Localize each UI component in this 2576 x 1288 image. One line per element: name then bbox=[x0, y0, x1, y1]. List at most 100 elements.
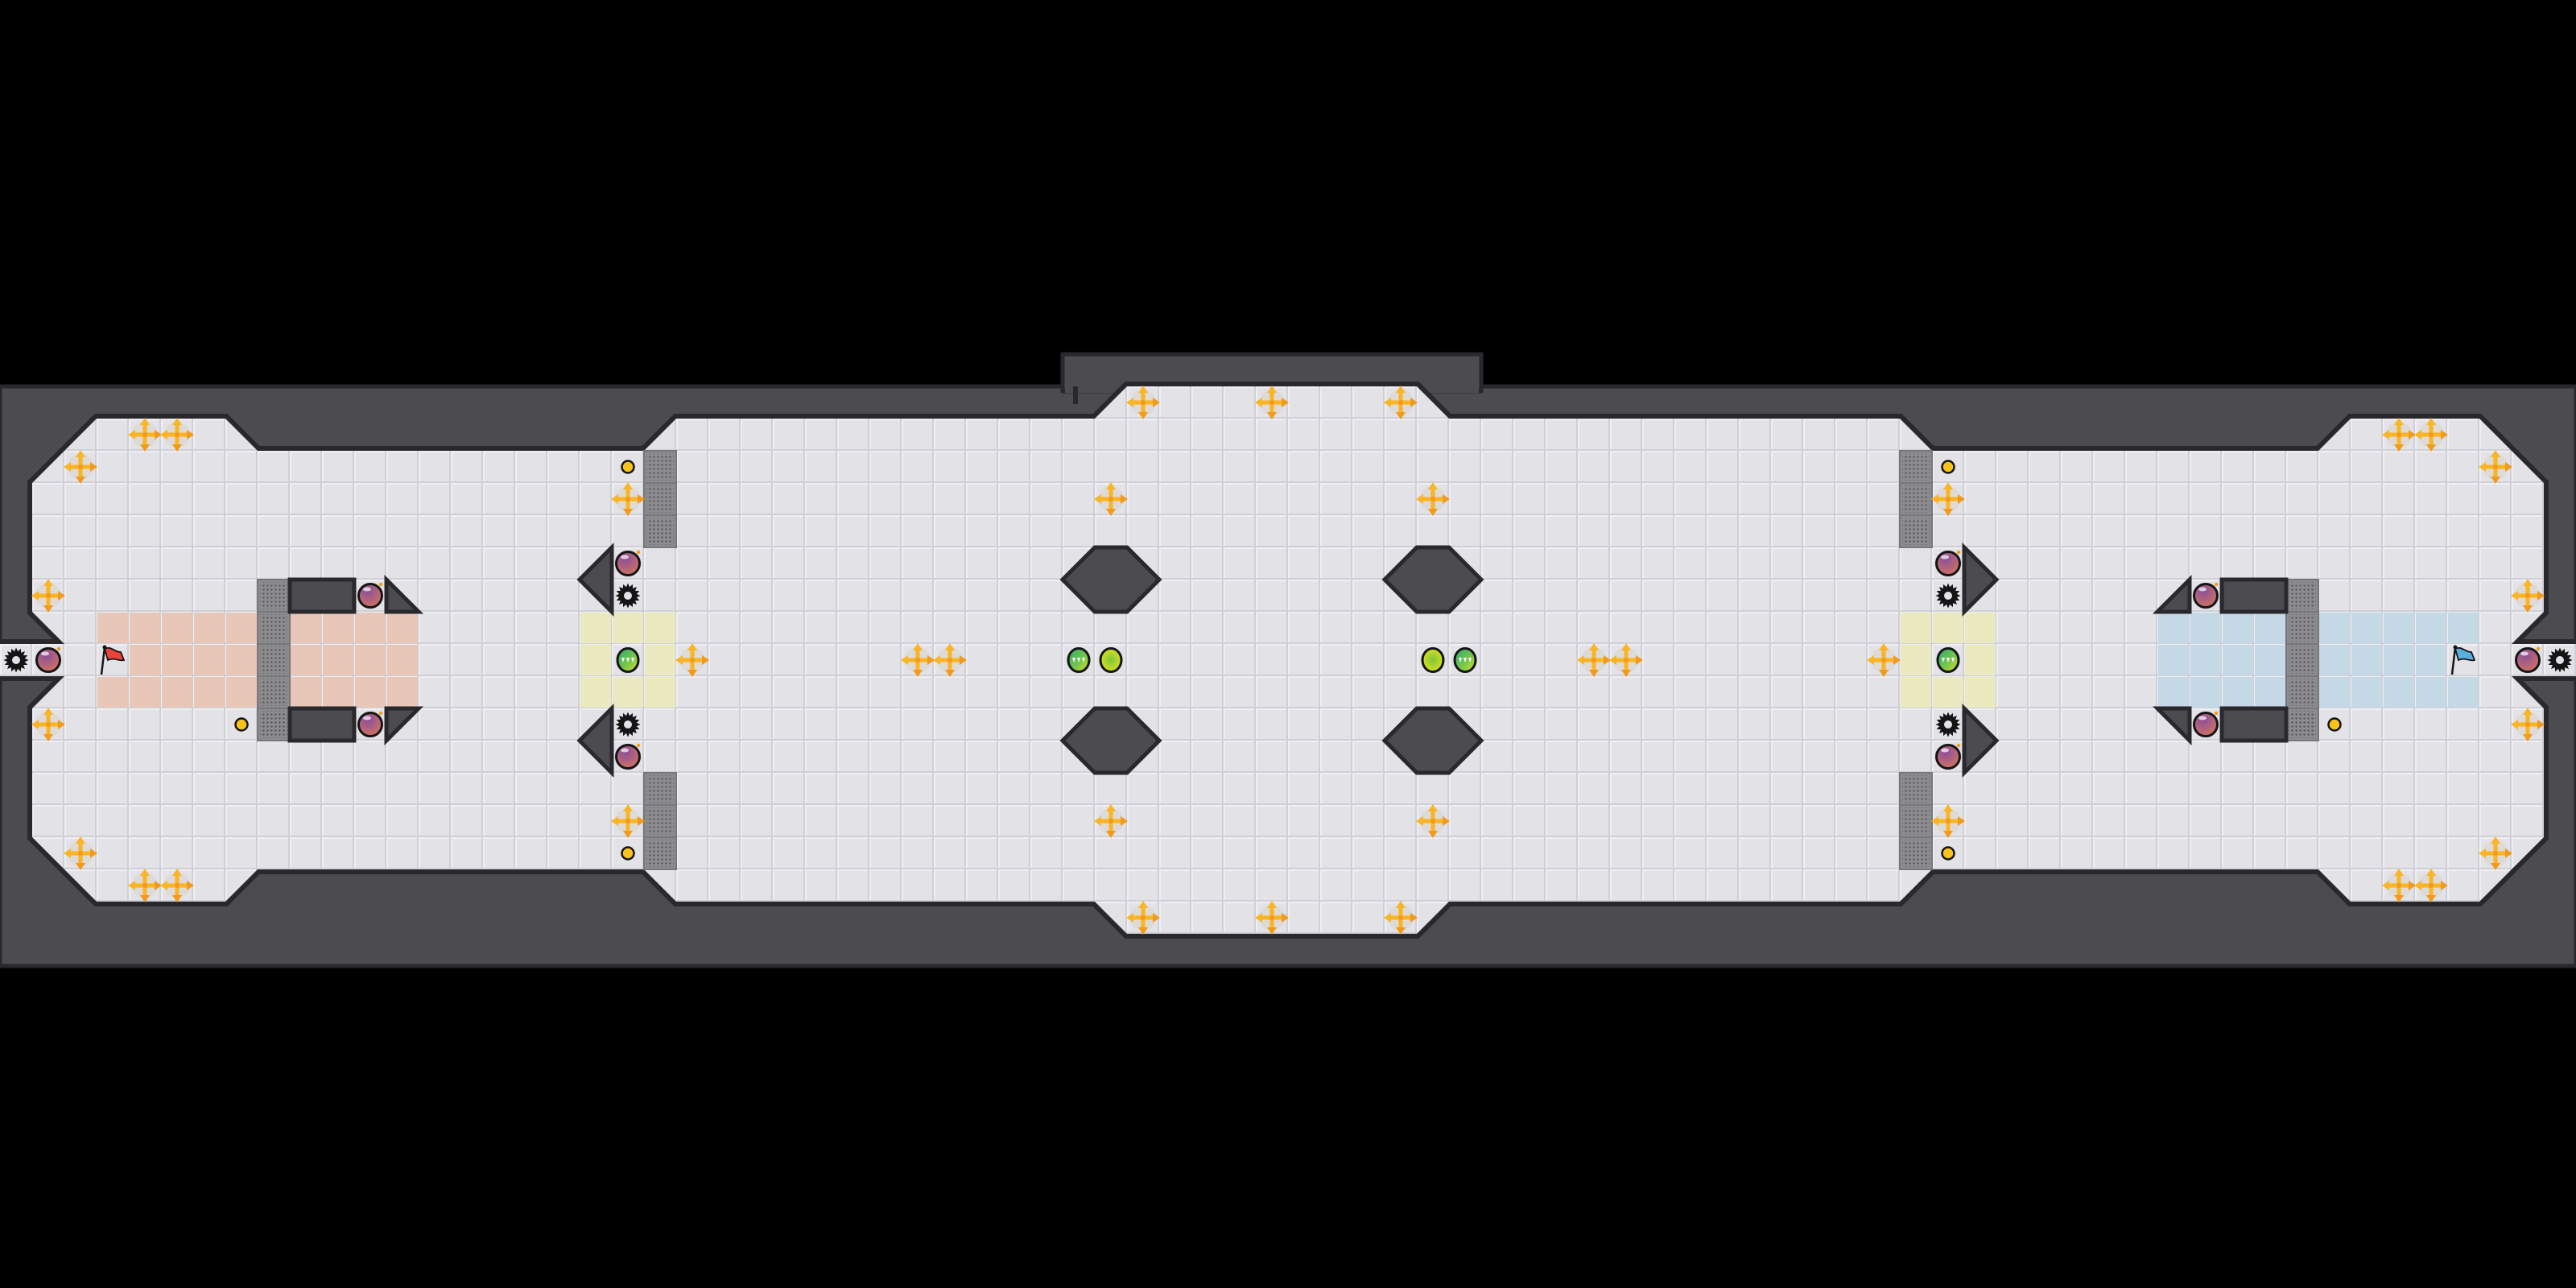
gate-tile bbox=[1899, 836, 1933, 870]
powerup-green-icon bbox=[1936, 647, 1960, 673]
boost-icon bbox=[1094, 482, 1128, 516]
bomb-icon bbox=[615, 743, 641, 770]
wall-triangle bbox=[576, 542, 614, 617]
boost-icon bbox=[2382, 418, 2416, 452]
boost-icon bbox=[901, 643, 935, 677]
red-endzone-tile bbox=[226, 645, 257, 675]
boost-icon bbox=[1384, 901, 1418, 935]
boost-icon bbox=[1931, 482, 1965, 516]
bomb-icon bbox=[615, 550, 641, 576]
blue-endzone-tile bbox=[2223, 645, 2253, 675]
boost-icon bbox=[1577, 643, 1611, 677]
gate-tile bbox=[643, 514, 677, 548]
blue-endzone-tile bbox=[2319, 677, 2350, 708]
gate-tile bbox=[257, 611, 291, 645]
red-endzone-tile bbox=[355, 613, 386, 643]
blue-endzone-tile bbox=[2416, 645, 2446, 675]
items-layer bbox=[3, 386, 2573, 935]
blue-endzone-tile bbox=[2384, 645, 2414, 675]
wall-hexagon bbox=[1381, 706, 1484, 775]
blue-endzone-tile bbox=[2158, 645, 2189, 675]
blue-endzone-tile bbox=[2255, 645, 2285, 675]
gate-tile bbox=[1899, 804, 1933, 838]
wall-triangle bbox=[384, 706, 424, 746]
wall-hexagon bbox=[1059, 706, 1162, 775]
bomb-icon bbox=[357, 582, 383, 609]
neutral-zone-tile bbox=[645, 613, 675, 643]
red-endzone-tile bbox=[226, 677, 257, 708]
boost-icon bbox=[128, 418, 162, 452]
red-endzone-tile bbox=[387, 613, 418, 643]
spike-icon bbox=[615, 712, 641, 737]
boost-icon bbox=[1384, 386, 1418, 419]
bomb-icon bbox=[1935, 550, 1961, 576]
boost-icon bbox=[31, 708, 65, 741]
red-endzone-tile bbox=[323, 645, 353, 675]
bomb-icon bbox=[2193, 582, 2219, 609]
blue-endzone-tile bbox=[2416, 613, 2446, 643]
blue-endzone-tile bbox=[2448, 677, 2479, 708]
powerup-green-icon bbox=[1453, 647, 1477, 673]
wall-block bbox=[287, 706, 357, 743]
boost-icon bbox=[2382, 869, 2416, 902]
neutral-zone-tile bbox=[1901, 645, 1931, 675]
blue-endzone-tile bbox=[2190, 613, 2221, 643]
wall-block bbox=[2219, 577, 2289, 614]
blue-endzone-tile bbox=[2351, 613, 2382, 643]
gate-tile bbox=[2285, 643, 2319, 677]
red-endzone-tile bbox=[97, 613, 128, 643]
blue-endzone-tile bbox=[2448, 613, 2479, 643]
boost-icon bbox=[31, 579, 65, 613]
gate-tile bbox=[257, 643, 291, 677]
red-endzone-tile bbox=[387, 645, 418, 675]
boost-icon bbox=[1609, 643, 1643, 677]
boost-icon bbox=[1416, 482, 1450, 516]
token-icon bbox=[2327, 717, 2342, 732]
neutral-zone-tile bbox=[580, 613, 611, 643]
gate-tile bbox=[643, 836, 677, 870]
neutral-zone-tile bbox=[1965, 677, 1996, 708]
neutral-zone-tile bbox=[613, 677, 643, 708]
powerup-green-icon bbox=[1067, 647, 1091, 673]
wall-triangle bbox=[2152, 706, 2192, 746]
spike-icon bbox=[2547, 647, 2573, 673]
gate-tile bbox=[1899, 450, 1933, 484]
boost-icon bbox=[611, 804, 645, 838]
boost-icon bbox=[1126, 386, 1160, 419]
red-endzone-tile bbox=[130, 613, 160, 643]
wall-block bbox=[287, 577, 357, 614]
boost-icon bbox=[675, 643, 709, 677]
red-endzone-tile bbox=[162, 645, 192, 675]
wall-triangle bbox=[2152, 574, 2192, 614]
gate-tile bbox=[1899, 514, 1933, 548]
wall-triangle bbox=[576, 703, 614, 778]
obstacle-layer bbox=[287, 542, 2289, 778]
neutral-zone-tile bbox=[1901, 677, 1931, 708]
boost-icon bbox=[933, 643, 967, 677]
bomb-icon bbox=[2193, 711, 2219, 737]
spike-icon bbox=[1935, 583, 1961, 609]
blue-endzone-tile bbox=[2351, 645, 2382, 675]
boost-icon bbox=[160, 869, 194, 902]
gate-tile bbox=[2285, 611, 2319, 645]
neutral-zone-tile bbox=[1933, 677, 1963, 708]
gate-tile bbox=[1899, 482, 1933, 516]
red-endzone-tile bbox=[130, 645, 160, 675]
wall-hexagon bbox=[1381, 545, 1484, 614]
red-endzone-tile bbox=[291, 613, 321, 643]
boost-icon bbox=[1094, 804, 1128, 838]
gate-tile bbox=[257, 675, 291, 709]
neutral-zone-tile bbox=[580, 677, 611, 708]
gate-tile bbox=[2285, 579, 2319, 613]
gate-tile bbox=[2285, 675, 2319, 709]
spike-icon bbox=[3, 647, 29, 673]
bomb-icon bbox=[357, 711, 383, 737]
neutral-zone-tile bbox=[645, 677, 675, 708]
token-icon bbox=[621, 460, 635, 474]
blue-endzone-tile bbox=[2158, 677, 2189, 708]
neutral-zone-tile bbox=[645, 645, 675, 675]
boost-icon bbox=[2414, 418, 2448, 452]
blue-endzone-tile bbox=[2158, 613, 2189, 643]
red-flag-icon bbox=[100, 645, 126, 675]
